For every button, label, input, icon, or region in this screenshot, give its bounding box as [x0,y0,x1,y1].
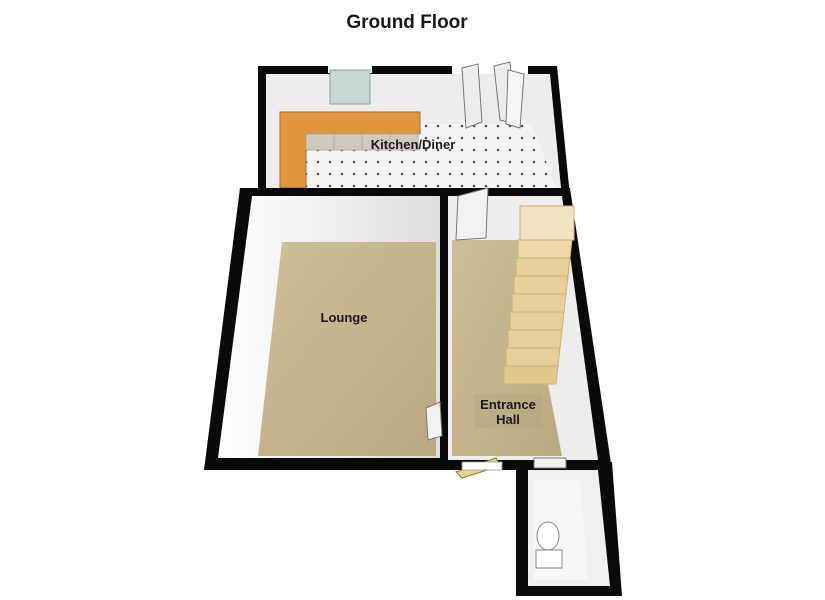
front-door-step [461,461,503,471]
hall-label-line2: Hall [496,412,520,427]
staircase [503,205,575,385]
hall-label-plate [474,394,542,428]
kitchen-window [329,69,371,105]
kitchen-diner-label: Kitchen/Diner [371,137,456,152]
entrance-hall-room: Entrance Hall [425,187,612,479]
wc-room [516,457,622,596]
toilet [535,521,563,569]
kitchen-door [455,187,489,241]
lounge-door [425,401,443,441]
wc-door [533,457,567,469]
hall-label-line1: Entrance [480,397,536,412]
lounge-carpet [258,242,436,456]
french-doors [461,61,525,129]
lounge-room: Lounge [204,188,448,470]
lounge-label: Lounge [321,310,368,325]
plan-title: Ground Floor [346,12,468,33]
kitchen-diner-room: Kitchen/Diner [258,61,570,196]
